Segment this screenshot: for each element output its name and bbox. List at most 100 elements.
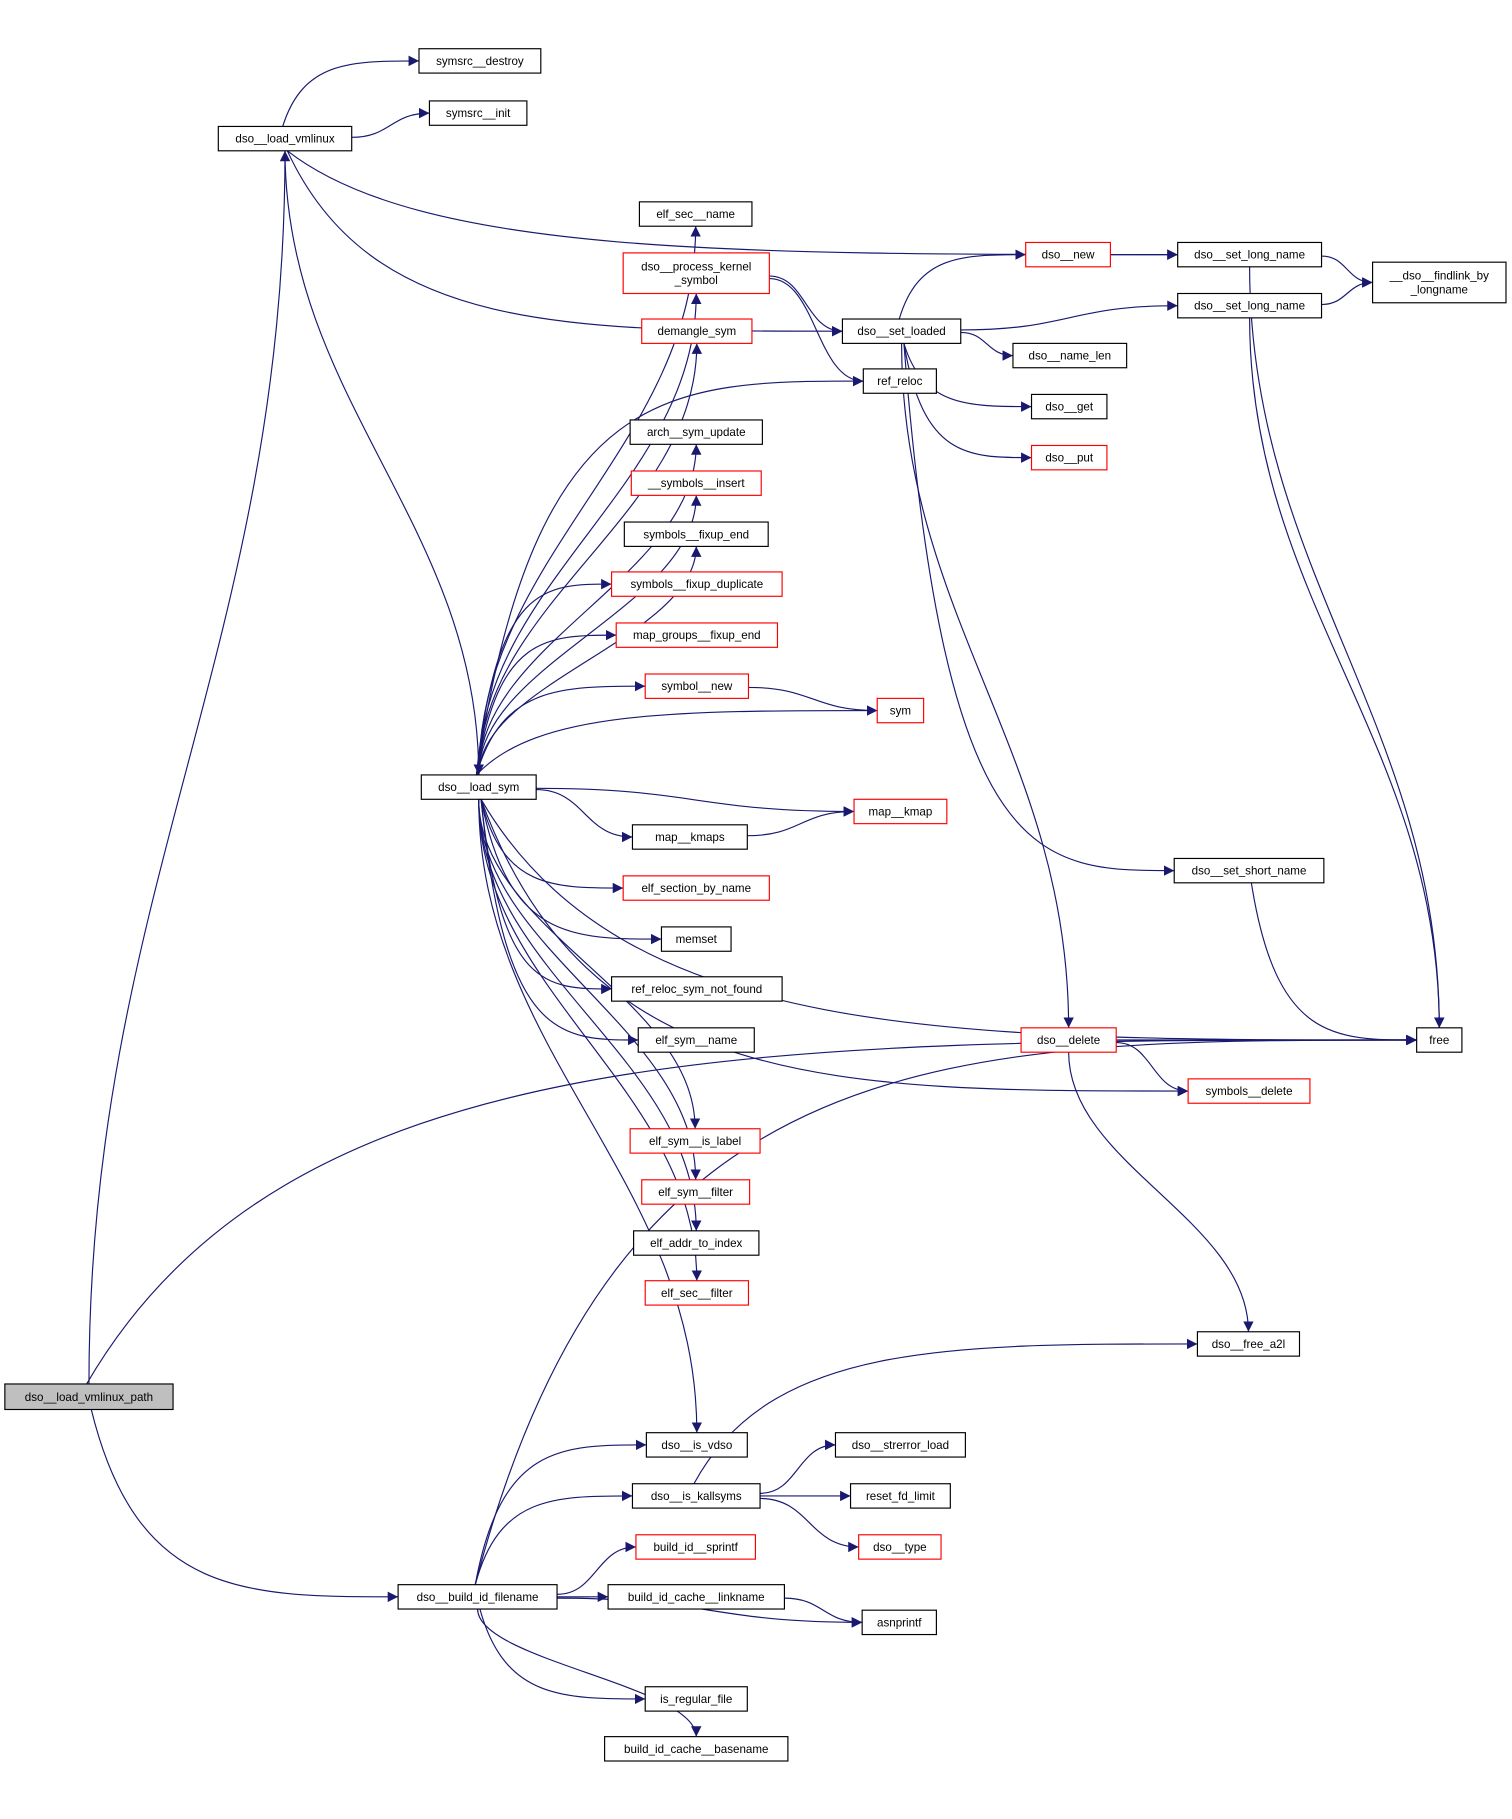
node-label: dso__free_a2l	[1212, 1338, 1286, 1351]
node-box	[1030, 393, 1108, 420]
node-box	[217, 125, 353, 152]
node-symbol-new[interactable]: symbol__new	[644, 673, 750, 699]
node-symbols-fixup-end[interactable]: symbols__fixup_end	[623, 521, 769, 547]
node-elf-addr-to-index[interactable]: elf_addr_to_index	[633, 1230, 760, 1256]
node-cache-basename[interactable]: build_id_cache__basename	[604, 1736, 789, 1762]
node-dso-type[interactable]: dso__type	[858, 1534, 942, 1560]
node-process-kernel-symbol[interactable]: dso__process_kernel_symbol	[622, 252, 770, 295]
node-dso-delete[interactable]: dso__delete	[1020, 1027, 1117, 1053]
node-label: symsrc__init	[446, 107, 511, 120]
node-box	[630, 470, 762, 496]
node-label: elf_sym__name	[655, 1034, 737, 1047]
edge-set-loaded-to-dso-new	[898, 249, 1026, 320]
node-label: dso__load_vmlinux_path	[25, 1391, 153, 1404]
node-label: elf_section_by_name	[641, 882, 751, 895]
node-load-sym[interactable]: dso__load_sym	[420, 774, 537, 800]
node-box	[641, 318, 753, 344]
node-elf-sec-filter[interactable]: elf_sec__filter	[644, 1280, 750, 1306]
edge-build-id-filename-to-is-vdso	[474, 1439, 647, 1585]
edge-load-sym-to-process-kernel-symbol	[478, 293, 702, 775]
edge-build-id-filename-to-free	[474, 1034, 1417, 1585]
node-elf-sym-filter[interactable]: elf_sym__filter	[641, 1179, 751, 1205]
edge-load-sym-to-map-groups-fixup-end	[475, 629, 617, 776]
node-box	[1020, 1027, 1117, 1053]
edge-build-id-filename-to-is-regular-file	[479, 1608, 646, 1705]
node-asnprintf[interactable]: asnprintf	[861, 1609, 937, 1636]
node-label: build_id_cache__basename	[624, 1743, 768, 1756]
node-set-long-name-2[interactable]: dso__set_long_name	[1177, 292, 1323, 319]
node-map-groups-fixup-end[interactable]: map_groups__fixup_end	[615, 622, 779, 648]
node-elf-sec-name[interactable]: elf_sec__name	[638, 201, 753, 227]
node-set-loaded[interactable]: dso__set_loaded	[841, 318, 962, 344]
node-symbols-insert[interactable]: __symbols__insert	[630, 470, 762, 496]
node-box	[638, 201, 753, 227]
node-dso-new[interactable]: dso__new	[1025, 241, 1111, 268]
node-box	[428, 100, 528, 126]
node-dso-put[interactable]: dso__put	[1030, 444, 1108, 471]
node-box	[397, 1584, 558, 1610]
node-set-long-name-1[interactable]: dso__set_long_name	[1177, 241, 1323, 268]
node-symbols-fixup-duplicate[interactable]: symbols__fixup_duplicate	[610, 571, 783, 597]
node-memset[interactable]: memset	[660, 926, 732, 952]
node-label: dso__strerror_load	[852, 1439, 949, 1452]
edge-root-to-load-vmlinux	[88, 150, 291, 1384]
node-build-id-filename[interactable]: dso__build_id_filename	[397, 1584, 558, 1610]
nodes: dso__load_vmlinux_pathdso__load_vmlinuxs…	[4, 48, 1507, 1762]
node-map-kmap[interactable]: map__kmap	[853, 798, 948, 825]
edge-load-sym-to-symbols-fixup-duplicate	[475, 578, 612, 775]
node-reset-fd-limit[interactable]: reset_fd_limit	[849, 1483, 951, 1509]
node-box	[607, 1584, 786, 1610]
node-demangle-sym[interactable]: demangle_sym	[641, 318, 753, 344]
node-root[interactable]: dso__load_vmlinux_path	[4, 1383, 174, 1411]
node-label: dso__process_kernel	[641, 260, 751, 273]
node-elf-sym-name[interactable]: elf_sym__name	[637, 1027, 755, 1053]
node-label: is_regular_file	[660, 1693, 732, 1706]
node-label: dso__is_vdso	[661, 1439, 732, 1452]
node-is-kallsyms[interactable]: dso__is_kallsyms	[631, 1483, 761, 1509]
edge-load-sym-to-ref-reloc	[475, 375, 864, 776]
edge-load-sym-to-elf-sym-filter	[478, 799, 701, 1180]
node-cache-linkname[interactable]: build_id_cache__linkname	[607, 1584, 786, 1610]
node-elf-section-by-name[interactable]: elf_section_by_name	[622, 875, 770, 901]
node-box	[862, 368, 937, 394]
edge-is-kallsyms-to-free-a2l	[693, 1338, 1198, 1485]
node-symsrc-init[interactable]: symsrc__init	[428, 100, 528, 126]
node-symbols-delete[interactable]: symbols__delete	[1187, 1078, 1311, 1104]
node-label: build_id_cache__linkname	[628, 1591, 765, 1604]
edge-is-kallsyms-to-dso-type	[760, 1497, 859, 1553]
node-is-regular-file[interactable]: is_regular_file	[644, 1686, 748, 1712]
edge-set-long-name-2-to-findlink	[1321, 277, 1373, 306]
node-load-vmlinux[interactable]: dso__load_vmlinux	[217, 125, 353, 152]
node-ref-reloc-sym-not-found[interactable]: ref_reloc_sym_not_found	[610, 976, 783, 1002]
node-ref-reloc[interactable]: ref_reloc	[862, 368, 937, 394]
node-label: dso__is_kallsyms	[651, 1490, 742, 1503]
node-dso-get[interactable]: dso__get	[1030, 393, 1108, 420]
node-map-kmaps[interactable]: map__kmaps	[631, 824, 748, 850]
edge-cache-linkname-to-asnprintf	[784, 1597, 863, 1628]
node-elf-sym-is-label[interactable]: elf_sym__is_label	[629, 1128, 761, 1154]
node-label: memset	[676, 933, 718, 946]
node-is-vdso[interactable]: dso__is_vdso	[645, 1432, 748, 1458]
node-label: dso__set_long_name	[1194, 249, 1305, 262]
node-set-short-name[interactable]: dso__set_short_name	[1173, 857, 1325, 884]
node-box	[637, 1027, 755, 1053]
node-free[interactable]: free	[1416, 1027, 1463, 1053]
node-arch-sym-update[interactable]: arch__sym_update	[629, 419, 763, 445]
node-symsrc-destroy[interactable]: symsrc__destroy	[418, 48, 542, 74]
edge-set-loaded-to-set-long-name-2	[960, 300, 1178, 331]
edge-load-vmlinux-to-set-loaded	[286, 150, 843, 337]
node-label: ref_reloc_sym_not_found	[631, 983, 762, 996]
node-label: __dso__findlink_by	[1389, 270, 1489, 283]
edge-load-sym-to-symbols-delete	[480, 799, 1189, 1097]
edge-load-sym-to-elf-sec-filter	[478, 799, 703, 1281]
node-name-len[interactable]: dso__name_len	[1012, 342, 1128, 369]
node-label: elf_sym__filter	[658, 1186, 733, 1199]
node-sym[interactable]: sym	[876, 697, 925, 724]
node-build-id-sprintf[interactable]: build_id__sprintf	[635, 1534, 756, 1560]
node-free-a2l[interactable]: dso__free_a2l	[1196, 1331, 1301, 1357]
node-strerror-load[interactable]: dso__strerror_load	[834, 1432, 966, 1458]
node-label: dso__put	[1045, 452, 1093, 465]
node-findlink[interactable]: __dso__findlink_by_longname	[1372, 261, 1507, 304]
edge-symbol-new-to-sym	[748, 686, 878, 716]
